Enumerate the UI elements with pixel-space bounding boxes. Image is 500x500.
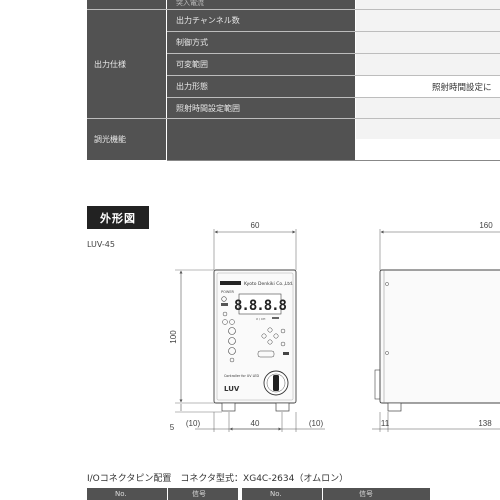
section-heading: 外形図 [87,206,149,229]
keypad-icon [261,327,286,347]
spec-divider [87,9,500,10]
spec-top-partial-label: 突入電流 [167,0,355,9]
button-icon [228,337,236,345]
spec-category-output: 出力仕様 [87,10,166,118]
spec-row-label: 照射時間設定範囲 [167,98,355,118]
spec-divider [167,53,500,54]
dim-label: 11 [381,419,390,428]
model-label: LUV-45 [87,240,115,249]
spec-top-value [356,0,500,9]
dim-label: 138 [478,419,492,428]
button-icon [228,347,236,355]
svg-text:X / CH: X / CH [256,317,265,321]
dim-label: (10) [309,419,324,428]
brand-strip [220,281,241,285]
spec-divider [167,97,500,98]
spec-bottom-border [167,160,500,161]
led-display [238,293,282,315]
dim-label: 100 [169,330,178,344]
pin-table-header-no: No. [242,488,322,500]
spec-divider [167,75,500,76]
button-icon [222,319,228,325]
dim-bottom: (10) 40 (10) [186,412,325,432]
dim-label: 5 [170,423,175,432]
spec-row-value: 照射時間設定に [356,76,500,97]
connector-pin-title: I/Oコネクタピン配置 コネクタ型式：XG4C-2634（オムロン） [87,474,349,484]
spec-dimming-value-a [356,119,500,139]
dim-height-100: 100 [169,269,220,404]
device-side [374,269,500,412]
display-digits: 8.8.8.8 [234,298,287,314]
device-logo: LUV [224,385,240,393]
spec-row-label: 出力形態 [167,76,355,97]
spec-row-label: 制御方式 [167,32,355,53]
pin-table-header-signal: 信号 [168,488,238,500]
connector-icon [257,350,275,358]
spec-top-category-cell [87,0,166,9]
foot-right [275,402,290,412]
power-label: POWER [221,290,235,294]
dim-label: (10) [186,419,201,428]
device-model-text: Controller for UV LED [224,374,259,378]
dim-label: 40 [251,419,260,428]
pin-table-header-no: No. [87,488,167,500]
dim-side-bottom: 11 138 [372,412,500,432]
spec-category-dimming: 調光機能 [87,119,166,160]
button-icon [229,319,235,325]
screw-icon [385,282,389,286]
dim-depth-160: 160 [379,221,500,270]
spec-row-value [356,54,500,75]
side-knob [374,369,381,400]
spec-dimming-value-b [356,140,500,160]
foot-left [221,402,236,412]
spec-row-value [356,10,500,31]
spec-row-label: 出力チャンネル数 [167,10,355,31]
dim-label: 60 [251,221,260,230]
spec-row-label: 可変範囲 [167,54,355,75]
dim-width-60: 60 [213,221,297,270]
screw-icon [385,351,389,355]
spec-row-value [356,32,500,53]
button-icon [228,327,236,335]
brand-text: Kyoto Denkiki Co.,Ltd. [244,281,293,287]
side-foot [387,402,402,412]
indicator-icon [229,357,235,363]
power-switch-icon [221,296,227,302]
device-front: Kyoto Denkiki Co.,Ltd. POWER 8.8.8.8 X /… [213,269,297,412]
spec-table: 突入電流 出力仕様 出力チャンネル数 制御方式 可変範囲 出力形態 照射時間設定… [87,0,500,161]
pin-table-header-signal: 信号 [323,488,430,500]
dim-label: 160 [479,221,493,230]
spec-divider [87,118,500,119]
spec-divider [167,31,500,32]
spec-dimming-label-cell [167,119,355,160]
spec-row-value [356,98,500,118]
